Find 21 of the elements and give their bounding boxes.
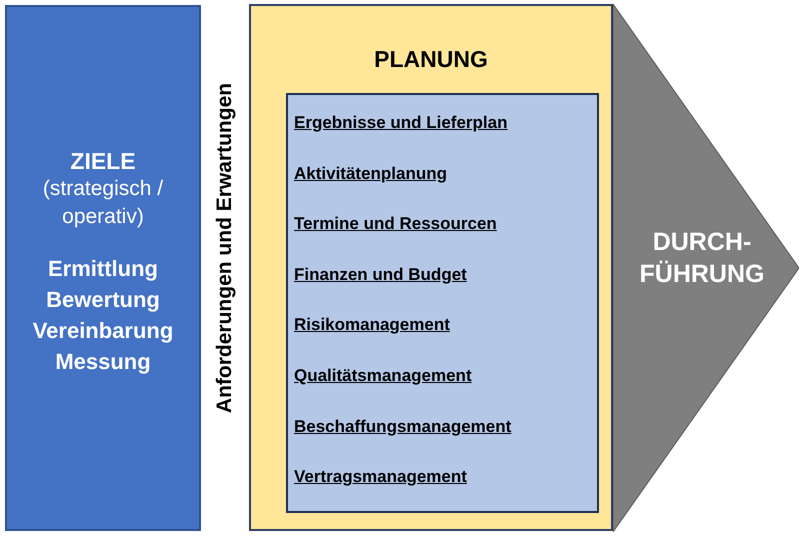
activity-text: Bewertung bbox=[45, 286, 161, 314]
task-item: Qualitätsmanagement bbox=[294, 364, 473, 387]
activity-text: Messung bbox=[54, 348, 152, 376]
panel-subtitle: (strategisch / operativ) bbox=[42, 176, 164, 230]
activity-text: Ermittlung bbox=[47, 255, 159, 283]
activity-text: Vereinbarung bbox=[32, 317, 174, 345]
planning-panel bbox=[249, 4, 613, 531]
task-item: Risikomanagement bbox=[294, 314, 451, 336]
stage-title: DURCH- FÜHRUNG bbox=[638, 227, 766, 290]
chevron-arrow bbox=[613, 4, 799, 532]
panel-title: ZIELE bbox=[69, 147, 137, 175]
task-item: Beschaffungsmanagement bbox=[294, 416, 512, 438]
vertical-caption: Anforderungen und Erwartungen bbox=[213, 82, 237, 414]
task-item: Termine und Ressourcen bbox=[294, 213, 498, 236]
task-item: Aktivitätenplanung bbox=[294, 162, 448, 185]
task-list-panel bbox=[286, 93, 599, 513]
panel-title: PLANUNG bbox=[373, 46, 489, 73]
task-item: Ergebnisse und Lieferplan bbox=[294, 112, 508, 134]
task-item: Vertragsmanagement bbox=[294, 466, 468, 488]
goals-panel bbox=[5, 5, 201, 531]
task-item: Finanzen und Budget bbox=[294, 264, 468, 286]
